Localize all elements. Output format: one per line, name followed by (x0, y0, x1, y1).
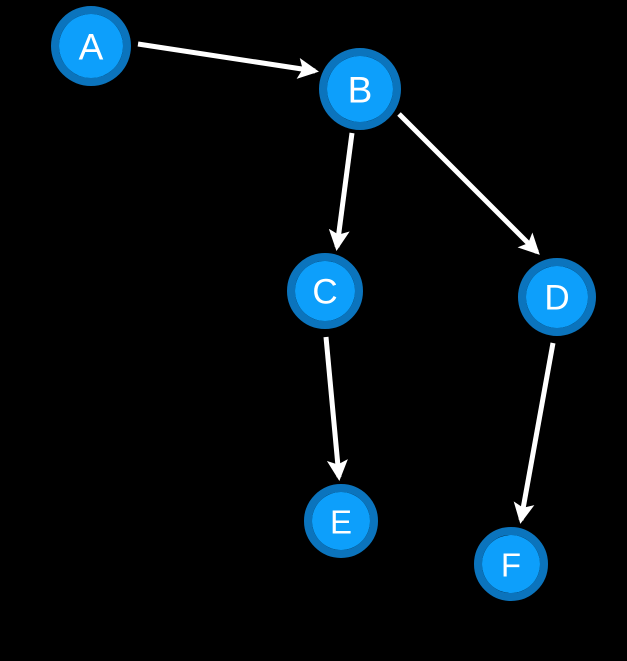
node-c[interactable]: C (287, 253, 363, 329)
node-disc-b[interactable] (327, 56, 393, 122)
node-b[interactable]: B (319, 48, 401, 130)
node-ring-b (319, 48, 401, 130)
node-ring-e (304, 484, 378, 558)
node-disc-c[interactable] (295, 261, 355, 321)
node-a[interactable]: A (51, 6, 131, 86)
node-f[interactable]: F (474, 527, 548, 601)
edge-b-to-c (328, 132, 355, 251)
node-disc-d[interactable] (526, 266, 588, 328)
node-ring-d (518, 258, 596, 336)
node-d[interactable]: D (518, 258, 596, 336)
node-e[interactable]: E (304, 484, 378, 558)
nodes-group: A B C D E F (51, 6, 596, 601)
edges-group (137, 41, 556, 524)
node-disc-a[interactable] (59, 14, 123, 78)
edge-b-to-d (397, 112, 540, 255)
node-ring-c (287, 253, 363, 329)
edge-c-to-e (323, 336, 348, 481)
node-disc-f[interactable] (482, 535, 540, 593)
edge-d-to-f (513, 342, 556, 524)
edge-a-to-b (137, 41, 319, 79)
node-ring-f (474, 527, 548, 601)
node-ring-a (51, 6, 131, 86)
node-disc-e[interactable] (312, 492, 370, 550)
